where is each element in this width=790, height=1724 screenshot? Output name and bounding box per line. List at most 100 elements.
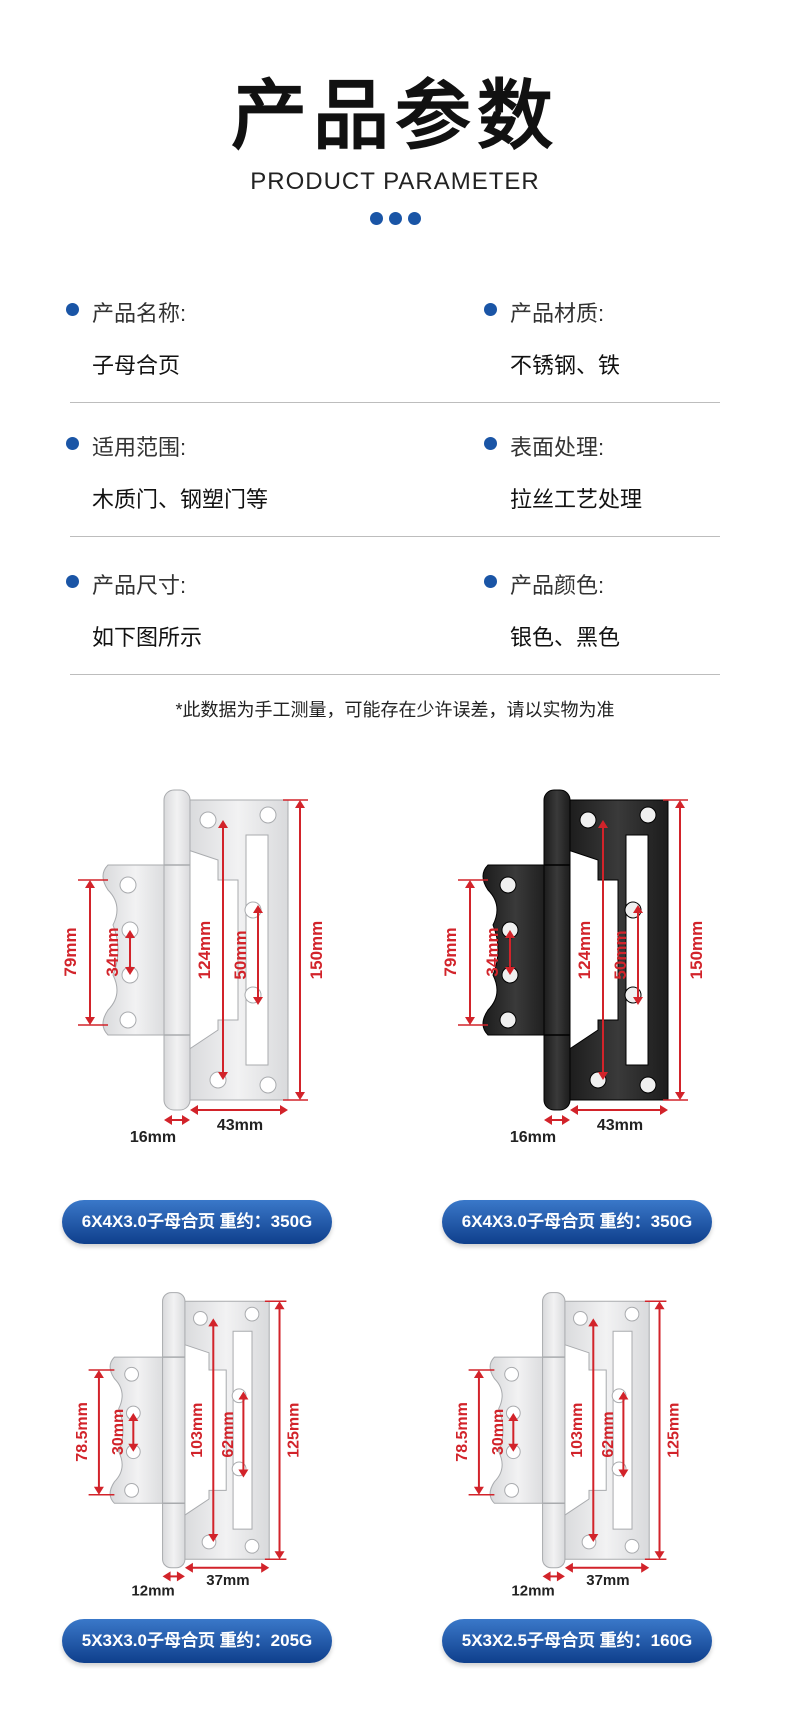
total-height-label: 150mm	[687, 921, 706, 980]
param-value: 不锈钢、铁	[510, 353, 621, 378]
knuckle-arrow-head	[556, 1571, 565, 1582]
param-row-1: 产品名称: 子母合页 产品材质: 不锈钢、铁	[65, 268, 720, 403]
param-row-2: 适用范围: 木质门、钢塑门等 表面处理: 拉丝工艺处理	[65, 402, 720, 537]
leaf-height-arrow-head	[208, 1534, 219, 1542]
small-leaf-arrow-head	[85, 1017, 95, 1025]
leaf-width-label: 37mm	[206, 1572, 249, 1589]
small-slot-arrow-head	[505, 967, 515, 975]
knuckle-label: 12mm	[131, 1582, 174, 1599]
small-leaf-label: 79mm	[61, 927, 80, 976]
screw-hole	[579, 811, 597, 829]
slot-arrow-head	[238, 1469, 249, 1478]
param-row-3: 产品尺寸: 如下图所示 产品颜色: 银色、黑色	[65, 540, 720, 675]
param-label: 表面处理:	[483, 430, 604, 462]
total-height-arrow-head	[654, 1301, 665, 1310]
small-leaf-arrow-head	[473, 1486, 484, 1495]
leaf-width-arrow-head	[261, 1562, 270, 1573]
leaf-width-label: 37mm	[586, 1572, 629, 1589]
screw-hole	[573, 1311, 588, 1326]
title-dots	[0, 212, 790, 225]
small-leaf	[109, 1356, 167, 1504]
dot-icon	[388, 212, 402, 225]
knuckle-arrow-head	[162, 1571, 171, 1582]
leaf-height-arrow-head	[208, 1318, 219, 1327]
leaf-width-label: 43mm	[597, 1117, 643, 1134]
param-label: 产品名称:	[65, 296, 186, 328]
param-value: 子母合页	[92, 353, 181, 378]
screw-hole	[124, 1483, 139, 1498]
small-slot-arrow-head	[508, 1443, 519, 1452]
total-height-label: 150mm	[307, 921, 326, 980]
leaf-width-arrow-head	[570, 1105, 578, 1115]
hinge-barrel	[162, 1292, 186, 1569]
slot-arrow-head	[253, 905, 263, 913]
total-height-label: 125mm	[285, 1403, 302, 1458]
product-caption: 6X4X3.0子母合页 重约：350G	[442, 1200, 712, 1244]
page-title: 产品参数	[231, 71, 559, 160]
slot-arrow-head	[618, 1391, 629, 1400]
small-leaf-arrow-head	[465, 1017, 475, 1025]
param-value: 银色、黑色	[510, 625, 621, 650]
small-leaf-arrow-head	[93, 1370, 104, 1378]
knuckle-label: 16mm	[130, 1129, 176, 1146]
small-slot-arrow-head	[125, 967, 135, 975]
small-slot-arrow-head	[125, 930, 135, 938]
small-slot-arrow-head	[128, 1443, 139, 1452]
small-leaf-label: 78.5mm	[74, 1402, 91, 1462]
small-leaf-arrow-head	[93, 1486, 104, 1495]
small-leaf-arrow-head	[473, 1370, 484, 1378]
small-leaf-label: 78.5mm	[454, 1402, 471, 1462]
small-slot-arrow-head	[508, 1413, 519, 1421]
param-label: 产品尺寸:	[65, 568, 186, 600]
leaf-height-arrow-head	[218, 820, 228, 828]
screw-hole	[499, 876, 517, 894]
leaf-width-arrow-head	[660, 1105, 668, 1115]
total-height-arrow-head	[654, 1551, 665, 1560]
screw-hole	[639, 806, 657, 824]
small-slot-label: 34mm	[483, 927, 502, 976]
hinge-barrel	[163, 789, 191, 1111]
leaf-height-label: 124mm	[195, 921, 214, 980]
screw-hole	[119, 1011, 137, 1029]
param-value: 拉丝工艺处理	[510, 487, 643, 512]
hinge-barrel	[542, 1292, 566, 1569]
small-slot-label: 30mm	[490, 1409, 507, 1455]
knuckle-arrow-head	[542, 1571, 551, 1582]
page-subtitle: PRODUCT PARAMETER	[250, 168, 540, 195]
screw-hole	[193, 1311, 208, 1326]
screw-hole	[199, 811, 217, 829]
total-height-arrow-head	[274, 1301, 285, 1310]
small-leaf	[102, 864, 169, 1036]
total-height-arrow-head	[675, 800, 685, 808]
knuckle-arrow-head	[562, 1115, 570, 1125]
total-height-label: 125mm	[665, 1403, 682, 1458]
screw-hole	[624, 1306, 640, 1322]
measurement-note: *此数据为手工测量，可能存在少许误差，请以实物为准	[175, 700, 615, 720]
small-leaf	[482, 864, 549, 1036]
screw-hole	[124, 1366, 139, 1382]
screw-hole	[499, 1011, 517, 1029]
hinge-barrel	[543, 789, 571, 1111]
slot-arrow-head	[238, 1391, 249, 1400]
screw-hole	[119, 876, 137, 894]
slot-arrow-head	[618, 1469, 629, 1478]
slot-label: 50mm	[611, 930, 630, 979]
screw-hole	[639, 1076, 657, 1094]
param-label: 适用范围:	[65, 430, 186, 462]
leaf-width-arrow-head	[564, 1562, 573, 1573]
slot-arrow-head	[633, 997, 643, 1005]
small-leaf-arrow-head	[465, 880, 475, 888]
slot-label: 62mm	[220, 1411, 237, 1457]
leaf-width-label: 43mm	[217, 1117, 263, 1134]
small-leaf-arrow-head	[85, 880, 95, 888]
screw-hole	[244, 1306, 260, 1322]
dot-icon	[407, 212, 421, 225]
screw-hole	[259, 806, 277, 824]
screw-hole	[259, 1076, 277, 1094]
leaf-height-arrow-head	[598, 1072, 608, 1080]
screw-hole	[504, 1483, 519, 1498]
param-label: 产品颜色:	[483, 568, 604, 600]
